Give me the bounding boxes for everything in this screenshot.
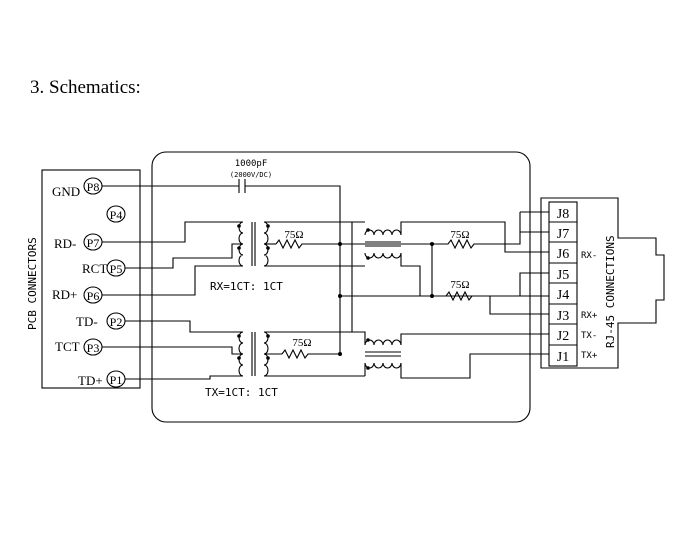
pcb-signal-td-plus: TD+ <box>78 373 103 388</box>
pin-label-p3: P3 <box>87 341 100 355</box>
jack-signal-tx-minus: TX- <box>581 331 597 341</box>
wire-term-bus <box>340 243 433 297</box>
rx-transformer-ratio: RX=1CT: 1CT <box>210 280 283 293</box>
wire-rct <box>125 243 243 269</box>
pcb-signal-gnd: GND <box>52 184 80 199</box>
resistor-label-4: 75Ω <box>450 279 469 291</box>
pin-label-p8: P8 <box>87 180 100 194</box>
gnd-wire <box>102 185 341 355</box>
jack-j1: J1 <box>557 350 569 365</box>
rj45-outline <box>540 197 665 369</box>
wire-tx-plus-out <box>400 353 549 379</box>
wire-tct <box>102 346 243 355</box>
wire-td-plus <box>125 375 243 380</box>
pcb-signal-tct: TCT <box>55 339 80 354</box>
jack-j2: J2 <box>557 329 569 344</box>
jack-j4: J4 <box>557 288 569 303</box>
pcb-connectors-label: PCB CONNECTORS <box>26 237 39 330</box>
pcb-signal-td-minus: TD- <box>76 314 98 329</box>
rj45-pin-column <box>548 201 578 367</box>
pcb-signal-rd-minus: RD- <box>54 236 76 251</box>
jack-j3: J3 <box>557 309 569 324</box>
pin-label-p6: P6 <box>87 289 100 303</box>
resistor-j7-j8 <box>432 212 549 250</box>
magnetics-module-outline <box>151 151 531 423</box>
jack-signal-rx-minus: RX- <box>581 251 597 261</box>
rx-transformer: RX=1CT: 1CT <box>210 221 283 293</box>
pin-label-p4: P4 <box>110 208 123 222</box>
pcb-signal-rct: RCT <box>82 261 107 276</box>
tx-transformer-ratio: TX=1CT: 1CT <box>205 386 278 399</box>
jack-j8: J8 <box>557 207 569 222</box>
capacitor-rating: (2000V/DC) <box>230 171 272 179</box>
jack-j6: J6 <box>557 247 569 262</box>
rx-common-mode-choke <box>340 221 402 267</box>
wire-rd-plus <box>102 265 243 296</box>
wire-tx-sec-top <box>264 221 365 333</box>
pin-label-p2: P2 <box>110 315 123 329</box>
pcb-signal-rd-plus: RD+ <box>52 287 77 302</box>
resistor-label-1: 75Ω <box>284 229 303 241</box>
gnd-capacitor-path: 1000pF (2000V/DC) <box>102 159 341 355</box>
wire-rx-plus-out <box>400 253 549 315</box>
resistor-j4-j5 <box>432 272 549 302</box>
wire-rd-minus <box>102 221 243 243</box>
resistor-tx-primary <box>281 348 340 360</box>
jack-j5: J5 <box>557 268 569 283</box>
tx-transformer: TX=1CT: 1CT <box>205 331 278 399</box>
capacitor-value: 1000pF <box>235 159 268 169</box>
resistor-rx-primary <box>275 238 340 250</box>
jack-signal-tx-plus: TX+ <box>581 351 598 361</box>
rj45-connector: J8 J7 J6 J5 J4 J3 J2 J1 RX- RX+ TX- TX+ … <box>540 197 665 369</box>
pin-label-p7: P7 <box>87 236 100 250</box>
resistor-label-3: 75Ω <box>450 229 469 241</box>
wire-rx-minus-out <box>400 221 549 253</box>
rj45-connections-label: RJ-45 CONNECTIONS <box>604 235 617 348</box>
pin-label-p1: P1 <box>110 373 123 387</box>
tx-common-mode-choke <box>364 338 402 370</box>
wire-tx-choke-in-top <box>352 331 366 345</box>
pcb-pin-list: GND P8 P4 RD- P7 RCT P5 RD+ P6 TD- P2 TC… <box>52 177 126 388</box>
resistor-label-2: 75Ω <box>292 337 311 349</box>
section-heading: 3. Schematics: <box>30 77 141 98</box>
wire-td-minus <box>125 320 243 333</box>
pin-label-p5: P5 <box>110 262 123 276</box>
pin-circle-p4 <box>106 205 126 223</box>
wire-tx-minus-out <box>400 333 549 345</box>
pcb-connector-box <box>41 169 141 389</box>
jack-j7: J7 <box>557 227 569 242</box>
jack-signal-rx-plus: RX+ <box>581 311 598 321</box>
